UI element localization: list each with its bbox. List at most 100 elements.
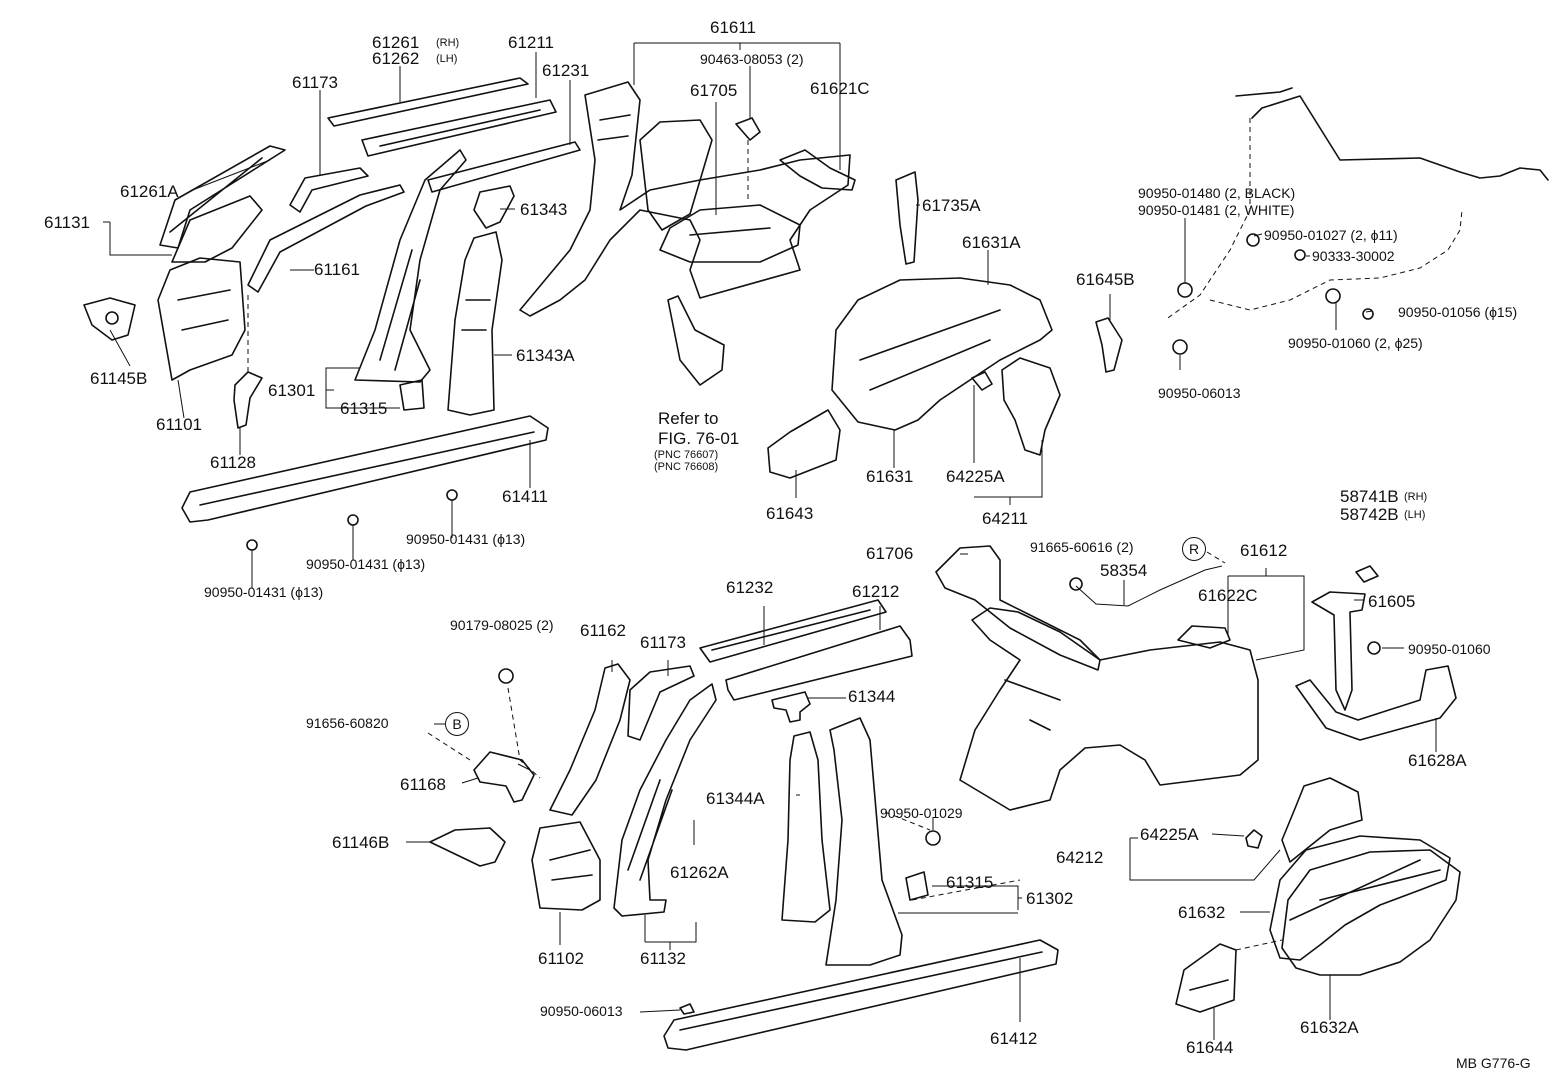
label-58742b-lh: (LH) bbox=[1404, 509, 1426, 521]
part-61315-part bbox=[399, 379, 425, 411]
label-61302: 61302 bbox=[1026, 889, 1074, 908]
part-61301-pillar bbox=[354, 149, 467, 383]
part-61145b-panel bbox=[83, 297, 136, 341]
label-61102: 61102 bbox=[538, 949, 585, 968]
label-90950-01431-b: 90950-01431 (ϕ13) bbox=[306, 556, 426, 572]
label-90950-06013-bottom: 90950-06013 bbox=[540, 1003, 623, 1019]
label-61706: 61706 bbox=[866, 544, 914, 563]
label-61262a: 61262A bbox=[670, 863, 729, 882]
label-58741b: 58741B bbox=[1340, 487, 1399, 506]
label-61644: 61644 bbox=[1186, 1038, 1234, 1057]
part-61231-rail bbox=[427, 141, 581, 193]
label-91665-60616: 91665-60616 (2) bbox=[1030, 539, 1134, 555]
part-90950-06013-plug bbox=[679, 1003, 695, 1015]
part-61128-bracket bbox=[233, 371, 263, 429]
part-61168-bracket bbox=[473, 751, 535, 803]
label-61705: 61705 bbox=[690, 81, 738, 100]
label-64225a-bottom: 64225A bbox=[1140, 825, 1199, 844]
part-61411-rocker bbox=[181, 415, 549, 523]
part-64211-panel bbox=[1001, 357, 1061, 456]
part-61302-pillar bbox=[825, 717, 903, 966]
label-61162: 61162 bbox=[580, 621, 627, 640]
part-61632-wheelhouse bbox=[1269, 835, 1451, 961]
label-61146b: 61146B bbox=[332, 833, 390, 852]
leader-lines bbox=[103, 42, 1437, 1040]
label-64212: 64212 bbox=[1056, 848, 1104, 867]
label-61232: 61232 bbox=[726, 578, 774, 597]
label-61631a: 61631A bbox=[962, 233, 1021, 252]
label-90950-01431-c: 90950-01431 (ϕ13) bbox=[204, 584, 324, 600]
label-61621c: 61621C bbox=[810, 79, 870, 98]
label-61344a: 61344A bbox=[706, 789, 765, 808]
label-61173-top: 61173 bbox=[292, 73, 339, 92]
label-61173-bottom: 61173 bbox=[640, 633, 687, 652]
part-61232-rail bbox=[699, 599, 887, 663]
label-61344: 61344 bbox=[848, 687, 896, 706]
label-90950-01060-b: 90950-01060 (2, ϕ25) bbox=[1288, 335, 1423, 351]
part-61131-upper bbox=[171, 195, 263, 263]
part-61343-part bbox=[473, 185, 515, 229]
label-64211: 64211 bbox=[982, 509, 1029, 528]
part-61632a-wheelhouse bbox=[1281, 849, 1461, 976]
part-61622c-part bbox=[1177, 625, 1231, 649]
part-61612-quarter-panel bbox=[959, 607, 1259, 811]
label-61262: 61262 bbox=[372, 49, 420, 68]
label-90950-01431-a: 90950-01431 (ϕ13) bbox=[406, 531, 526, 547]
label-61622c: 61622C bbox=[1198, 586, 1258, 605]
label-61261: 61261 bbox=[372, 33, 420, 52]
label-90950-01480: 90950-01480 (2, BLACK) bbox=[1138, 185, 1296, 201]
label-61261-rh: (RH) bbox=[436, 37, 460, 49]
label-61631: 61631 bbox=[866, 467, 914, 486]
label-58741b-rh: (RH) bbox=[1404, 491, 1428, 503]
label-90463-08053: 90463-08053 (2) bbox=[700, 51, 804, 67]
part-61315b-part bbox=[905, 871, 929, 901]
label-61262-lh: (LH) bbox=[436, 53, 458, 65]
label-61132: 61132 bbox=[640, 949, 687, 968]
label-61411: 61411 bbox=[502, 487, 549, 506]
part-61644-part bbox=[1175, 943, 1237, 1013]
label-61145b: 61145B bbox=[90, 369, 148, 388]
label-90950-01027: 90950-01027 (2, ϕ11) bbox=[1264, 227, 1398, 243]
label-90950-01060: 90950-01060 bbox=[1408, 641, 1491, 657]
label-58742b: 58742B bbox=[1340, 505, 1399, 524]
part-64225a-2-clip bbox=[1245, 829, 1263, 849]
part-61262a-pillar bbox=[613, 683, 717, 917]
part-61628a-pan bbox=[1295, 665, 1457, 741]
part-58741b-clip bbox=[1355, 565, 1379, 583]
part-61645b-part bbox=[1095, 317, 1123, 373]
label-90950-01029: 90950-01029 bbox=[880, 805, 963, 821]
label-61412: 61412 bbox=[990, 1029, 1038, 1048]
part-61146b-panel bbox=[429, 827, 506, 867]
part-61412-rocker bbox=[663, 939, 1059, 1051]
part-61343a-pillar bbox=[447, 231, 503, 416]
label-64225a-top: 64225A bbox=[946, 467, 1005, 486]
part-61173-bracket bbox=[289, 167, 369, 213]
label-61211: 61211 bbox=[508, 33, 555, 52]
part-61631-wheelhouse bbox=[831, 277, 1053, 431]
part-61211-rail bbox=[361, 99, 557, 157]
label-61231: 61231 bbox=[542, 61, 590, 80]
part-body-outline bbox=[1235, 87, 1549, 181]
label-90950-01056: 90950-01056 (ϕ15) bbox=[1398, 304, 1518, 320]
label-61628a: 61628A bbox=[1408, 751, 1467, 770]
part-61705-pan bbox=[659, 204, 801, 263]
label-61261a: 61261A bbox=[120, 182, 179, 201]
label-61101: 61101 bbox=[156, 415, 203, 434]
label-90179-08025: 90179-08025 (2) bbox=[450, 617, 554, 633]
part-90463-bracket bbox=[735, 117, 761, 141]
part-61162-pillar bbox=[549, 663, 631, 816]
label-90950-01481: 90950-01481 (2, WHITE) bbox=[1138, 202, 1295, 218]
label-61632a: 61632A bbox=[1300, 1018, 1359, 1037]
part-61735a-part bbox=[895, 171, 919, 265]
part-61102-cowl bbox=[531, 821, 601, 911]
label-61632: 61632 bbox=[1178, 903, 1226, 922]
refer-line-2: FIG. 76-01 bbox=[658, 429, 740, 448]
label-61605: 61605 bbox=[1368, 592, 1416, 611]
part-61706-panel bbox=[935, 545, 1101, 671]
label-61645b: 61645B bbox=[1076, 270, 1135, 289]
label-61315-top: 61315 bbox=[340, 399, 388, 418]
part-refer-panel bbox=[667, 295, 725, 386]
part-58354-wire bbox=[1075, 565, 1223, 607]
part-61261-rail bbox=[327, 77, 529, 127]
